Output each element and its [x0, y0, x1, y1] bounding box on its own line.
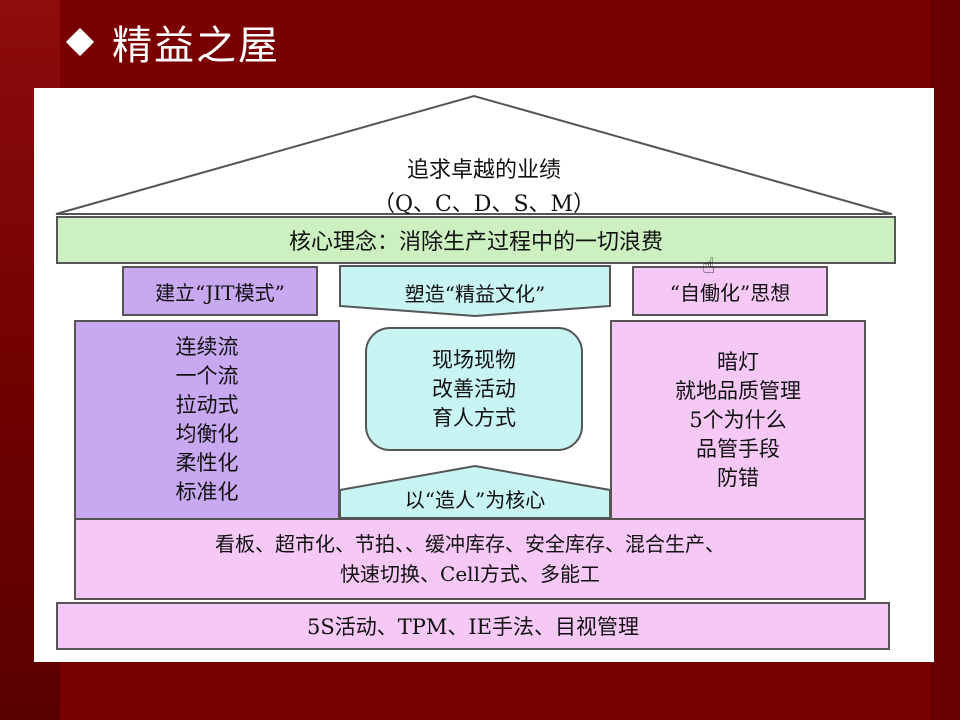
tools-floor: 看板、超市化、节拍、、缓冲库存、安全库存、混合生产、 快速切换、Cell方式、多… [74, 518, 866, 600]
center-core-item: 改善活动 [432, 377, 516, 401]
jit-label: 建立“JIT模式” [122, 266, 318, 316]
core-concept-beam: 核心理念：消除生产过程中的一切浪费 [56, 216, 896, 264]
left-pillar-item: 柔性化 [175, 451, 239, 475]
floor-line: 快速切换、Cell方式、多能工 [340, 562, 600, 586]
diamond-bullet-icon [65, 27, 95, 57]
culture-label: 塑造“精益文化” [404, 282, 546, 306]
floor-line: 看板、超市化、节拍、、缓冲库存、安全库存、混合生产、 [215, 532, 725, 556]
right-pillar-item: 品管手段 [696, 436, 780, 461]
jidoka-label: “自働化”思想 [632, 266, 828, 316]
left-pillar: 连续流 一个流 拉动式 均衡化 柔性化 标准化 [74, 320, 340, 520]
center-core-shape [365, 327, 583, 451]
right-pillar-item: 5个为什么 [689, 407, 787, 432]
right-pillar-item: 防错 [717, 465, 759, 490]
left-pillar-item: 标准化 [175, 480, 239, 504]
slide-title-text: 精益之屋 [112, 23, 280, 69]
roof-line-2: （Q、C、D、S、M） [372, 192, 596, 217]
people-core-label: 以“造人”为核心 [404, 488, 546, 512]
center-core-item: 育人方式 [432, 406, 516, 430]
house-diagram: 追求卓越的业绩 （Q、C、D、S、M） 核心理念：消除生产过程中的一切浪费 建立… [34, 88, 934, 662]
roof-line-1: 追求卓越的业绩 [406, 158, 561, 183]
left-pillar-item: 均衡化 [175, 422, 239, 446]
center-core: 现场现物 改善活动 育人方式 [366, 346, 582, 433]
foundation: 5S活动、TPM、IE手法、目视管理 [56, 602, 890, 650]
center-core-item: 现场现物 [432, 348, 516, 372]
hand-cursor-icon: ☝ [702, 254, 716, 279]
left-pillar-item: 连续流 [175, 335, 239, 359]
slide-title: 精益之屋 [65, 14, 280, 70]
right-pillar: 暗灯 就地品质管理 5个为什么 品管手段 防错 [610, 320, 866, 520]
background-right-band [930, 0, 960, 720]
left-pillar-item: 一个流 [175, 364, 239, 388]
right-pillar-item: 暗灯 [717, 349, 759, 374]
left-pillar-item: 拉动式 [175, 393, 239, 417]
culture-chevron-shape [339, 265, 611, 318]
roof-shape [55, 94, 893, 519]
right-pillar-item: 就地品质管理 [675, 378, 801, 403]
